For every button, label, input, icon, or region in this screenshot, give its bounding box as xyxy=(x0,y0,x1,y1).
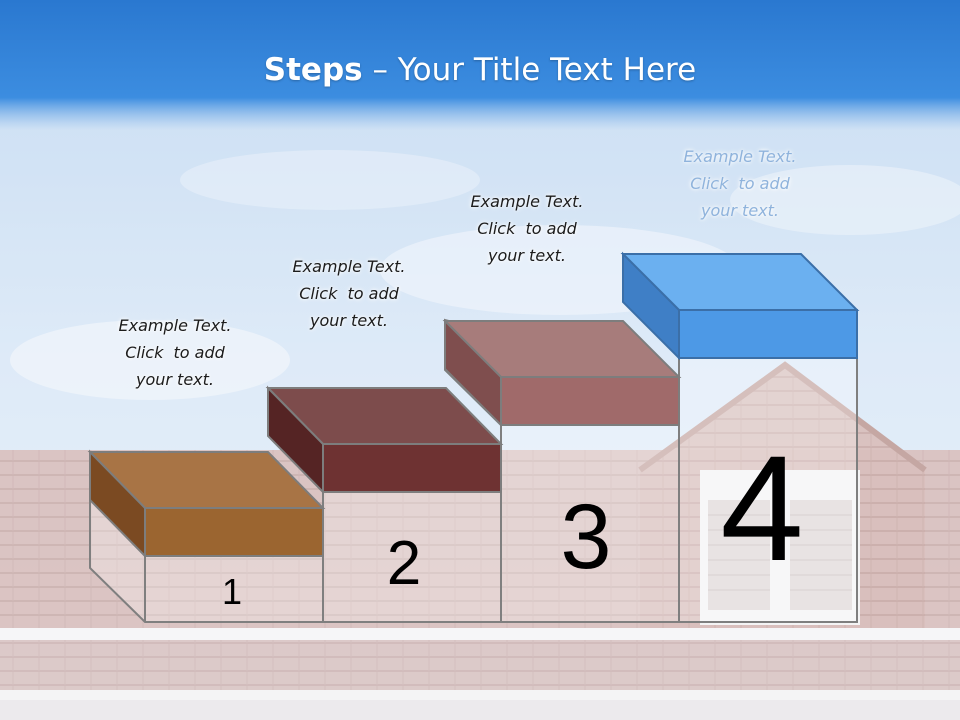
step-number-3: 3 xyxy=(560,486,611,588)
title-bar xyxy=(0,0,960,130)
step-1-line-1: Example Text. xyxy=(118,316,232,335)
step-number-4: 4 xyxy=(720,424,803,592)
step-block-1[interactable] xyxy=(87,449,326,559)
step-3-line-2: Click to add xyxy=(477,219,577,238)
slide-title[interactable]: Steps – Your Title Text Here xyxy=(0,52,960,88)
step-block-4[interactable] xyxy=(620,251,860,361)
step-4-line-1: Example Text. xyxy=(683,147,797,166)
step-1-front xyxy=(144,507,324,557)
step-3-line-3: your text. xyxy=(487,246,566,265)
title-bold: Steps xyxy=(263,52,363,88)
step-2-line-2: Click to add xyxy=(299,284,399,303)
step-2-line-1: Example Text. xyxy=(292,257,406,276)
title-rest: – Your Title Text Here xyxy=(362,52,697,88)
step-3-line-1: Example Text. xyxy=(470,192,584,211)
step-2-line-3: your text. xyxy=(309,311,388,330)
step-1-line-2: Click to add xyxy=(125,343,225,362)
step-text-4[interactable]: Example Text. Click to add your text. xyxy=(650,143,830,224)
step-number-2: 2 xyxy=(387,529,421,598)
step-text-1[interactable]: Example Text. Click to add your text. xyxy=(85,312,265,393)
step-text-3[interactable]: Example Text. Click to add your text. xyxy=(437,188,617,269)
step-text-2[interactable]: Example Text. Click to add your text. xyxy=(259,253,439,334)
step-block-3[interactable] xyxy=(442,318,682,428)
step-4-line-3: your text. xyxy=(700,201,779,220)
step-2-front xyxy=(322,443,502,493)
step-4-front xyxy=(678,309,858,359)
step-1-line-3: your text. xyxy=(135,370,214,389)
step-block-2[interactable] xyxy=(265,385,504,495)
step-4-line-2: Click to add xyxy=(690,174,790,193)
step-number-1: 1 xyxy=(222,571,242,612)
step-3-front xyxy=(500,376,680,426)
